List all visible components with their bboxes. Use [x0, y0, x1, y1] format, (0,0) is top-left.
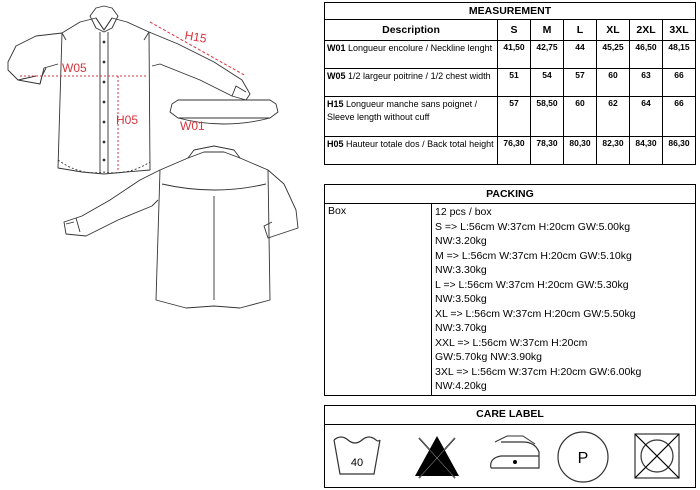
packing-table: PACKING Box 12 pcs / box S => L:56cm W:3…: [324, 184, 696, 396]
size-header: 2XL: [629, 19, 663, 41]
collar-band-drawing: [169, 99, 279, 125]
size-header: L: [563, 19, 597, 41]
packing-line: GW:5.70kg NW:3.90kg: [435, 351, 542, 363]
table-row: Box 12 pcs / box S => L:56cm W:37cm H:20…: [324, 203, 696, 396]
packing-line: XXL => L:56cm W:37cm H:20cm: [435, 336, 588, 349]
shirt-front-drawing: [7, 5, 251, 175]
shirt-back-drawing: [63, 145, 299, 309]
cell-value: 78,30: [530, 136, 564, 165]
packing-line: NW:3.30kg: [435, 264, 487, 276]
size-header: M: [530, 19, 564, 41]
cell-value: 57: [563, 68, 597, 97]
cell-value: 62: [596, 96, 630, 137]
cell-value: 57: [497, 96, 531, 137]
table-row: W05 1/2 largeur poitrine / 1/2 chest wid…: [324, 68, 696, 97]
cell-value: 86,30: [662, 136, 696, 165]
no-bleach-icon: [415, 436, 459, 479]
cell-value: 60: [563, 96, 597, 137]
description-header: Description: [324, 19, 498, 41]
cell-value: 42,75: [530, 40, 564, 69]
table-row: W01 Longueur encolure / Neckline lenght …: [324, 40, 696, 69]
cell-value: 48,15: [662, 40, 696, 69]
measurement-title: MEASUREMENT: [324, 2, 696, 20]
packing-line: NW:3.50kg: [435, 293, 487, 305]
packing-details: 12 pcs / box S => L:56cm W:37cm H:20cm G…: [431, 203, 696, 396]
wash-temp-label: 40: [351, 457, 363, 469]
dryclean-letter: P: [578, 450, 589, 467]
h05-label: H05: [116, 113, 138, 127]
cell-value: 45,25: [596, 40, 630, 69]
packing-line: S => L:56cm W:37cm H:20cm GW:5.00kg: [435, 220, 631, 233]
packing-line: 12 pcs / box: [435, 206, 492, 218]
cell-value: 64: [629, 96, 663, 137]
cell-value: 58,50: [530, 96, 564, 137]
cell-value: 66: [662, 96, 696, 137]
h15-label: H15: [184, 28, 208, 46]
row-description: H15 Longueur manche sans poignet / Sleev…: [324, 96, 498, 137]
row-description: H05 Hauteur totale dos / Back total heig…: [324, 136, 498, 165]
row-description: W05 1/2 largeur poitrine / 1/2 chest wid…: [324, 68, 498, 97]
w01-label: W01: [180, 119, 205, 133]
measurement-lines: [20, 21, 247, 170]
size-header: 3XL: [662, 19, 696, 41]
iron-low-icon: [490, 435, 540, 469]
measurement-header-row: Description S M L XL 2XL 3XL: [324, 19, 696, 41]
cell-value: 76,30: [497, 136, 531, 165]
row-description: W01 Longueur encolure / Neckline lenght: [324, 40, 498, 69]
size-header: XL: [596, 19, 630, 41]
packing-line: M => L:56cm W:37cm H:20cm GW:5.10kg: [435, 249, 632, 262]
cell-value: 84,30: [629, 136, 663, 165]
packing-line: NW:3.20kg: [435, 235, 487, 247]
cell-value: 60: [596, 68, 630, 97]
cell-value: 44: [563, 40, 597, 69]
wash-40-icon: 40: [333, 436, 381, 475]
packing-line: NW:4.20kg: [435, 380, 487, 392]
packing-line: L => L:56cm W:37cm H:20cm GW:5.30kg: [435, 278, 629, 291]
no-tumble-dry-icon: [634, 433, 680, 479]
cell-value: 41,50: [497, 40, 531, 69]
measurement-table: MEASUREMENT Description S M L XL 2XL 3XL…: [324, 2, 696, 165]
table-row: H15 Longueur manche sans poignet / Sleev…: [324, 96, 696, 137]
size-header: S: [497, 19, 531, 41]
cell-value: 66: [662, 68, 696, 97]
care-label-title: CARE LABEL: [476, 408, 544, 420]
table-row: H05 Hauteur totale dos / Back total heig…: [324, 136, 696, 165]
cell-value: 63: [629, 68, 663, 97]
packing-label: Box: [324, 203, 432, 396]
packing-line: 3XL => L:56cm W:37cm H:20cm GW:6.00kg: [435, 365, 642, 378]
packing-line: NW:3.70kg: [435, 322, 487, 334]
packing-title: PACKING: [324, 184, 696, 204]
cell-value: 80,30: [563, 136, 597, 165]
cell-value: 46,50: [629, 40, 663, 69]
cell-value: 82,30: [596, 136, 630, 165]
dry-clean-p-icon: P: [557, 431, 609, 483]
care-label-box: CARE LABEL 40 P: [324, 405, 696, 488]
w05-label: W05: [62, 61, 87, 75]
cell-value: 51: [497, 68, 531, 97]
cell-value: 54: [530, 68, 564, 97]
packing-line: XL => L:56cm W:37cm H:20cm GW:5.50kg: [435, 307, 636, 320]
shirt-technical-drawing: H15 W05 H05 W01: [7, 5, 299, 309]
care-label-divider: [325, 424, 695, 425]
